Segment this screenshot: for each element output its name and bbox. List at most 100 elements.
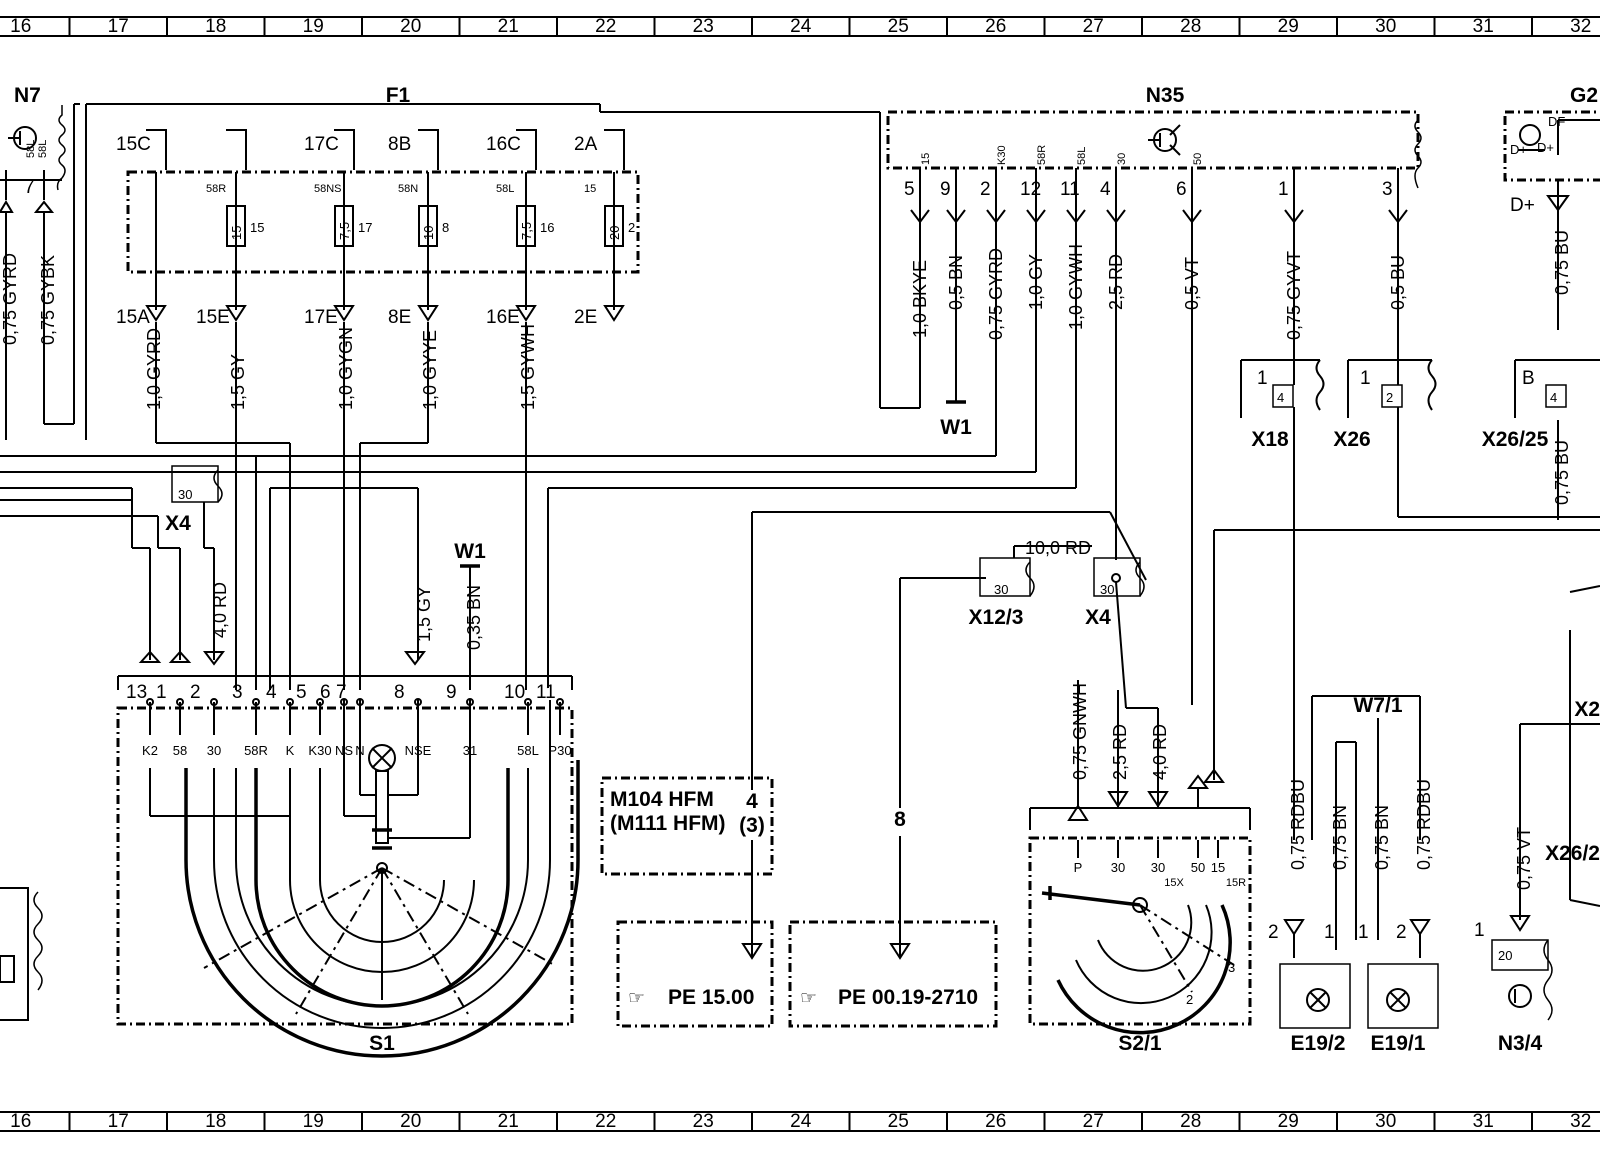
- lamp-e19-1: 1 2 E19/1: [1358, 919, 1439, 1055]
- grid-column-label: 27: [1083, 16, 1104, 37]
- svg-text:10: 10: [504, 682, 525, 703]
- reference-pe1-text: PE 15.00: [668, 986, 754, 1009]
- svg-text:30: 30: [1116, 153, 1128, 165]
- ground-w1: W1 0,35 BN 1,5 GY: [404, 540, 486, 690]
- svg-text:K2: K2: [142, 743, 158, 758]
- svg-text:4,0 RD: 4,0 RD: [1150, 724, 1170, 780]
- svg-text:7: 7: [24, 177, 35, 198]
- w1-top-label: W1: [940, 416, 972, 439]
- component-n3-4: 0,75 VT 1 20 N3/4 X2 X26/2: [1474, 585, 1600, 1055]
- svg-text:2: 2: [628, 220, 635, 235]
- svg-text:20: 20: [607, 226, 622, 240]
- s2-1-pin: 15: [1211, 840, 1225, 875]
- s2-1-pin: 30: [1111, 840, 1125, 875]
- svg-text:1: 1: [1324, 922, 1335, 943]
- svg-text:15C: 15C: [116, 134, 151, 155]
- hand-pointer-icon: ☞: [628, 988, 645, 1009]
- svg-text:2: 2: [1386, 390, 1393, 405]
- svg-text:16C: 16C: [486, 134, 521, 155]
- component-g2: G2 D+ DF D+ D+ 0,75 BU: [1503, 84, 1600, 330]
- svg-text:4: 4: [1550, 390, 1557, 405]
- svg-text:8: 8: [894, 808, 906, 831]
- svg-text:9: 9: [446, 682, 457, 703]
- svg-text:4,0 RD: 4,0 RD: [210, 582, 230, 638]
- svg-text:0,5 BN: 0,5 BN: [946, 255, 966, 310]
- grid-column-label: 25: [888, 16, 909, 37]
- svg-text:7: 7: [336, 682, 347, 703]
- svg-text:4: 4: [1100, 179, 1111, 200]
- grid-column-label: 21: [498, 16, 519, 37]
- svg-text:D+: D+: [1510, 195, 1535, 216]
- svg-text:1: 1: [1474, 920, 1485, 941]
- svg-text:0,75 GYRD: 0,75 GYRD: [986, 248, 1006, 340]
- grid-column-label: 30: [1375, 16, 1396, 37]
- n35-outline: [886, 110, 1420, 170]
- n35-pin: 3: [1382, 168, 1408, 225]
- svg-text:20: 20: [1498, 948, 1512, 963]
- svg-text:1: 1: [156, 682, 167, 703]
- grid-column-label: 24: [790, 1111, 812, 1132]
- svg-text:17: 17: [358, 220, 372, 235]
- svg-text:30: 30: [994, 582, 1008, 597]
- svg-text:0,75 GNWH: 0,75 GNWH: [1070, 683, 1090, 780]
- svg-text:0,75 GYVT: 0,75 GYVT: [1284, 251, 1304, 340]
- svg-text:8: 8: [442, 220, 449, 235]
- grid-column-label: 25: [888, 1111, 909, 1132]
- svg-text:15: 15: [229, 226, 244, 240]
- reference-pe1[interactable]: ☞ PE 15.00: [616, 920, 774, 1028]
- e19-2-label: E19/2: [1291, 1032, 1346, 1055]
- svg-text:2: 2: [190, 682, 201, 703]
- svg-text:0,75 VT: 0,75 VT: [1514, 827, 1534, 890]
- svg-text:2: 2: [1396, 922, 1407, 943]
- alternator-icon: [1519, 124, 1541, 146]
- s2-1-outline: [1028, 836, 1252, 1026]
- svg-text:1: 1: [1278, 179, 1289, 200]
- left-partial-component: [0, 887, 43, 1021]
- s1-pin: 230: [190, 682, 221, 758]
- grid-column-label: 16: [10, 1111, 31, 1132]
- svg-text:16: 16: [540, 220, 554, 235]
- grid-column-label: 32: [1570, 1111, 1591, 1132]
- n35-pin: 9: [940, 168, 966, 225]
- grid-column-label: 23: [693, 1111, 714, 1132]
- svg-text:58L: 58L: [496, 183, 514, 195]
- svg-text:0,5 BU: 0,5 BU: [1388, 255, 1408, 310]
- svg-text:50: 50: [1191, 860, 1205, 875]
- svg-text:P: P: [1074, 860, 1083, 875]
- svg-text:1,0 GY: 1,0 GY: [1026, 254, 1046, 310]
- svg-text:50: 50: [1192, 153, 1204, 165]
- svg-text:(M111 HFM): (M111 HFM): [610, 812, 726, 835]
- svg-text:15A: 15A: [116, 307, 150, 328]
- svg-text:1,5 GY: 1,5 GY: [228, 354, 248, 410]
- x26-25-label: X26/25: [1482, 428, 1549, 451]
- svg-text:K: K: [286, 743, 295, 758]
- s1-pin: 4K: [266, 682, 295, 758]
- harness-wiring: W1: [0, 112, 1600, 840]
- hand-pointer-icon: ☞: [800, 988, 817, 1009]
- svg-text:10,0 RD: 10,0 RD: [1025, 538, 1091, 558]
- svg-text:(3): (3): [739, 814, 765, 837]
- n35-pin: 6 50: [1176, 153, 1204, 225]
- x4-left-label: X4: [165, 512, 191, 535]
- s2-1-pin: 50: [1191, 840, 1205, 875]
- svg-text:6: 6: [1176, 179, 1187, 200]
- svg-text:1: 1: [1360, 368, 1371, 389]
- svg-text:1: 1: [1257, 368, 1268, 389]
- svg-text:58R: 58R: [206, 183, 226, 195]
- svg-text:DF: DF: [1548, 114, 1565, 129]
- grid-column-label: 31: [1473, 16, 1494, 37]
- reference-pe2[interactable]: ☞ PE 00.19-2710: [788, 920, 998, 1028]
- svg-text:17C: 17C: [304, 134, 339, 155]
- svg-text:0,75 GYRD: 0,75 GYRD: [0, 253, 20, 345]
- svg-text:2A: 2A: [574, 134, 598, 155]
